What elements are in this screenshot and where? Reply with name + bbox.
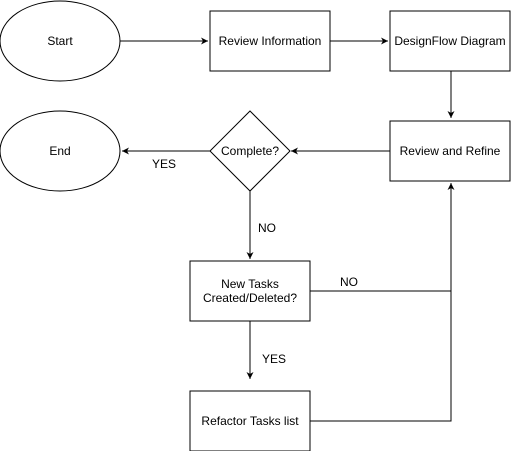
edge-refactor-to-review-refine	[310, 291, 452, 422]
designflow-diagram-node	[389, 10, 511, 72]
designflow-diagram-label: DesignFlow Diagram	[394, 34, 505, 48]
complete-label: Complete?	[221, 144, 279, 158]
new-tasks-no-label: NO	[340, 275, 358, 289]
start-node	[0, 0, 121, 82]
review-information-label: Review Information	[219, 34, 322, 48]
end-node	[0, 110, 121, 192]
review-and-refine-label: Review and Refine	[400, 144, 501, 158]
new-tasks-node	[189, 260, 311, 322]
start-label: Start	[47, 34, 73, 48]
new-tasks-label-line1: New Tasks	[221, 277, 279, 291]
review-information-node	[209, 10, 331, 72]
review-and-refine-node	[389, 120, 511, 182]
new-tasks-yes-label: YES	[262, 352, 286, 366]
edge-new-tasks-no-to-review-refine	[310, 183, 455, 292]
refactor-tasks-node	[189, 390, 311, 451]
complete-yes-label: YES	[152, 157, 176, 171]
refactor-tasks-label: Refactor Tasks list	[201, 414, 299, 428]
complete-decision-node	[209, 110, 291, 192]
end-label: End	[49, 144, 70, 158]
complete-no-label: NO	[258, 221, 276, 235]
new-tasks-label-line2: Created/Deleted?	[203, 291, 297, 305]
